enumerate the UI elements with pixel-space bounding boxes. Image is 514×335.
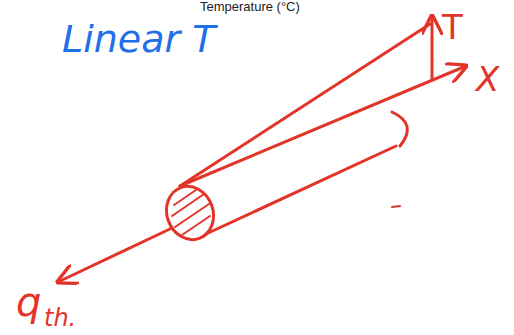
rod-far-end xyxy=(392,112,407,146)
note-text: Linear T xyxy=(62,20,215,58)
axis-title: Temperature (°C) xyxy=(200,0,300,13)
x-axis xyxy=(180,66,466,186)
rod-end xyxy=(159,180,221,246)
linear-profile xyxy=(180,24,430,186)
axis-label: T xyxy=(442,10,463,44)
axis-label: X xyxy=(476,62,499,96)
flux-subscript: th. xyxy=(44,306,76,330)
heat-flux-arrow xyxy=(58,228,172,282)
rod-hatching xyxy=(172,190,210,235)
rod-body xyxy=(206,146,396,234)
flux-symbol: q xyxy=(16,282,41,322)
temperature-axis xyxy=(431,16,434,80)
stray-mark xyxy=(392,206,400,207)
